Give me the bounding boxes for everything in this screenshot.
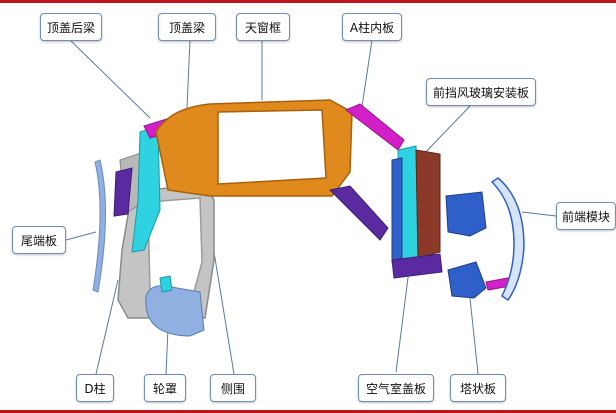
- label-wheel-housing: 轮罩: [144, 374, 186, 402]
- strut-tower-part: [447, 261, 487, 299]
- label-side-frame: 侧围: [210, 374, 256, 402]
- label-plenum-panel: 空气室盖板: [358, 374, 434, 402]
- rear-purple-bracket: [113, 167, 133, 217]
- label-windshield-mount: 前挡风玻璃安装板: [426, 78, 536, 106]
- dash-panel-part: [415, 149, 441, 259]
- top-rule: [0, 0, 616, 3]
- sunroof-opening: [217, 109, 327, 185]
- leader-plenum-panel: [395, 261, 411, 373]
- label-roof-rear-beam: 顶盖后梁: [40, 13, 102, 41]
- wheel-housing-tab: [159, 275, 173, 293]
- leader-windshield-mount: [419, 105, 471, 159]
- front-module-part: [490, 177, 525, 302]
- label-tail-panel: 尾端板: [12, 226, 66, 254]
- upper-bracket-part: [445, 191, 487, 237]
- label-a-pillar-inner: A柱内板: [342, 13, 402, 41]
- a-pillar-inner-part: [345, 103, 405, 151]
- leader-wheel-housing: [165, 327, 169, 375]
- tail-panel-part: [92, 159, 106, 293]
- label-sunroof-frame: 天窗框: [236, 13, 290, 41]
- label-d-pillar: D柱: [76, 374, 114, 402]
- label-roof-beam: 顶盖梁: [158, 13, 216, 41]
- leader-tail-panel: [65, 231, 97, 241]
- wheel-housing-part: [145, 285, 205, 337]
- label-strut-tower: 塔状板: [450, 374, 506, 402]
- leader-roof-rear-beam: [69, 39, 151, 119]
- side-frame-opening: [147, 197, 203, 293]
- lower-a-pillar-part: [328, 185, 389, 241]
- label-front-module: 前端模块: [556, 202, 616, 230]
- leader-d-pillar: [95, 279, 119, 375]
- leader-side-frame: [211, 239, 235, 375]
- bottom-rule: [0, 410, 616, 413]
- dash-side-blue: [391, 157, 403, 263]
- plenum-panel-part: [391, 253, 443, 279]
- leader-strut-tower: [469, 297, 479, 375]
- leader-front-module: [521, 211, 557, 217]
